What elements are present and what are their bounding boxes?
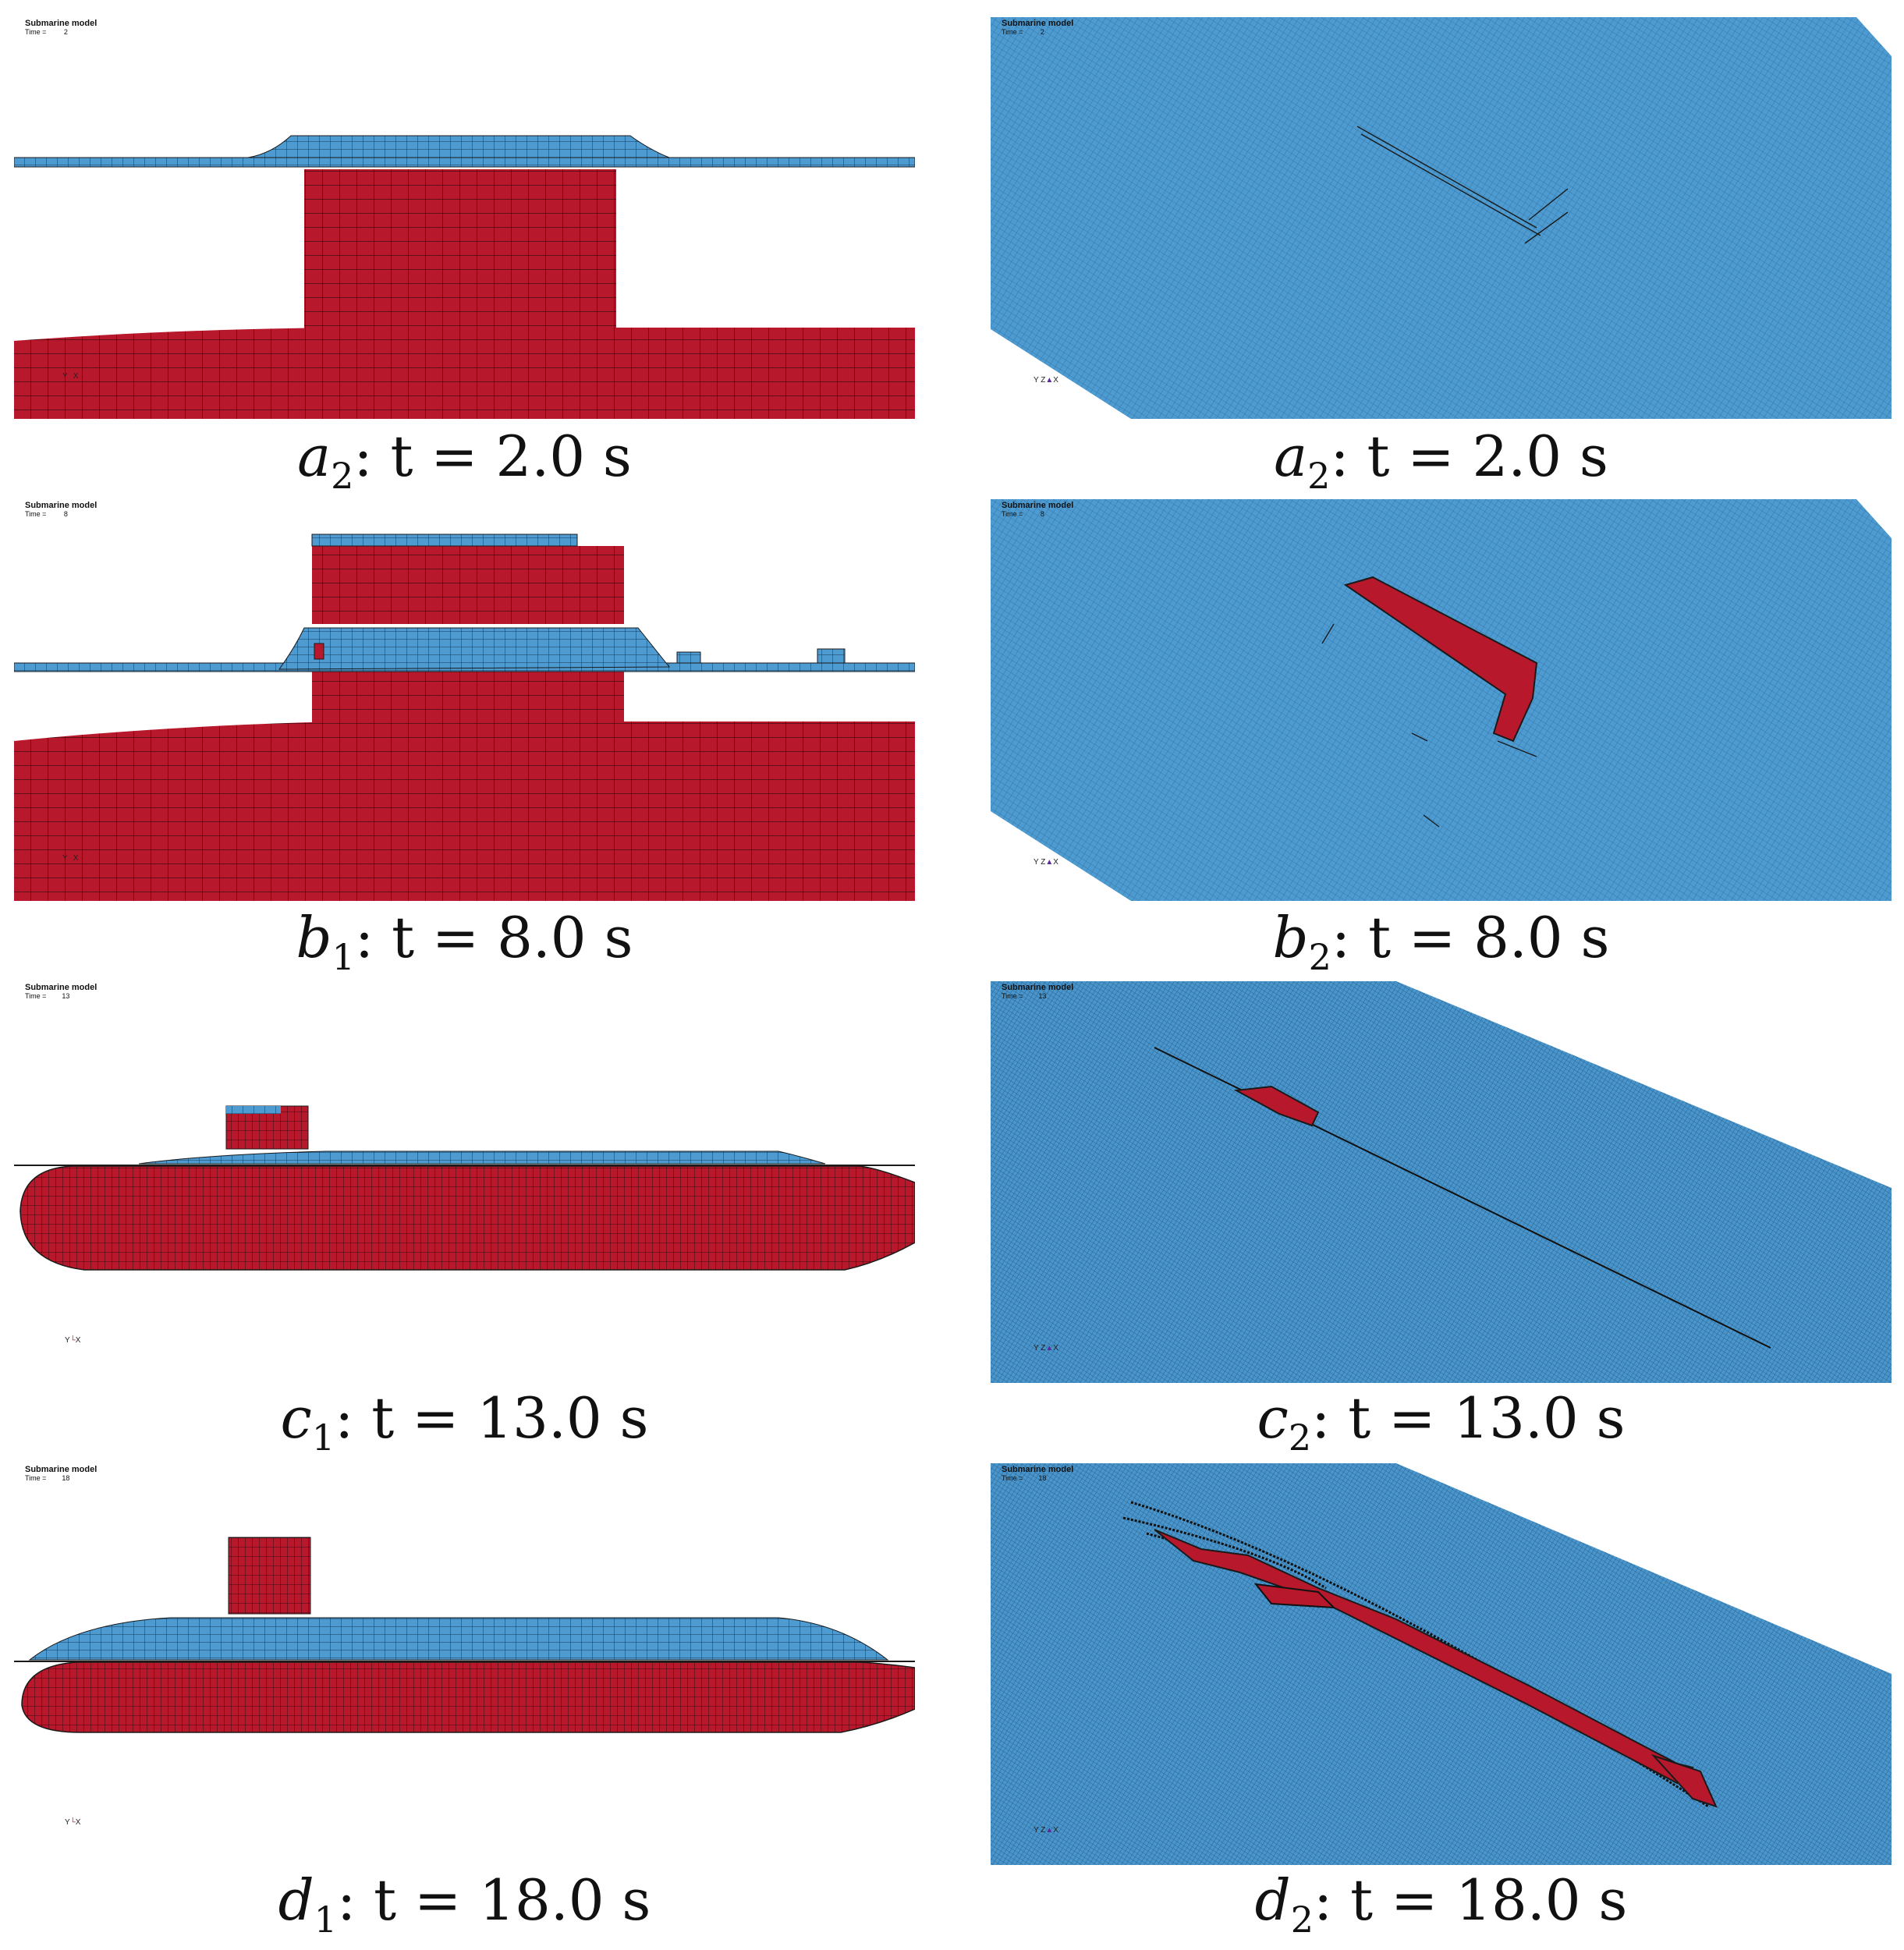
caption-a2: a2: t = 2.0 s: [1274, 424, 1608, 497]
panel-d1-side-view: Submarine model Time = 18 Y└X: [14, 1463, 915, 1865]
time-readout: Time = 2: [25, 28, 68, 36]
panel-header: Submarine model Time = 2: [25, 19, 97, 37]
time-readout: Time = 13: [1002, 992, 1047, 1000]
axis-triad-icon: Y└X: [62, 372, 79, 381]
model-title: Submarine model: [25, 1465, 98, 1474]
axis-triad-icon: Y Z▲X: [1034, 1826, 1058, 1835]
panel-c1-side-view: Submarine model Time = 13 Y└X: [14, 981, 915, 1383]
panel-header: Submarine model Time = 8: [1002, 501, 1073, 519]
model-title: Submarine model: [25, 983, 98, 992]
axis-triad-icon: Y Z▲X: [1034, 858, 1058, 867]
time-readout: Time = 18: [1002, 1474, 1047, 1482]
time-readout: Time = 8: [1002, 510, 1044, 518]
panel-header: Submarine model Time = 13: [25, 983, 97, 1001]
model-title: Submarine model: [1002, 501, 1074, 510]
panel-header: Submarine model Time = 13: [1002, 983, 1073, 1001]
simulation-render: [14, 1537, 915, 1733]
simulation-render: [991, 499, 1892, 901]
simulation-render: [14, 1105, 915, 1271]
caption-d1: d1: t = 18.0 s: [278, 1867, 651, 1941]
panel-header: Submarine model Time = 2: [1002, 19, 1073, 37]
model-title: Submarine model: [1002, 1465, 1074, 1474]
model-title: Submarine model: [25, 501, 98, 510]
panel-b2-top-view: Submarine model Time = 8 Y Z▲X: [991, 499, 1892, 901]
panel-header: Submarine model Time = 18: [1002, 1465, 1073, 1483]
model-title: Submarine model: [25, 19, 98, 28]
caption-d2: d2: t = 18.0 s: [1254, 1867, 1628, 1941]
simulation-render: [991, 981, 1892, 1383]
caption-b2: b2: t = 8.0 s: [1272, 905, 1610, 978]
panel-a1-side-view: Submarine model Time = 2 Y└X: [14, 17, 915, 419]
panel-header: Submarine model Time = 18: [25, 1465, 97, 1483]
time-readout: Time = 13: [25, 992, 70, 1000]
simulation-render: [991, 1463, 1892, 1865]
model-title: Submarine model: [1002, 19, 1074, 28]
axis-triad-icon: Y Z▲X: [1034, 376, 1058, 385]
caption-c2: c2: t = 13.0 s: [1257, 1385, 1626, 1459]
axis-triad-icon: Y└X: [65, 1336, 81, 1345]
axis-triad-icon: Y└X: [65, 1818, 81, 1827]
model-title: Submarine model: [1002, 983, 1074, 992]
caption-b1: b1: t = 8.0 s: [296, 905, 633, 978]
panel-header: Submarine model Time = 8: [25, 501, 97, 519]
simulation-render: [14, 534, 915, 901]
panel-a2-top-view: Submarine model Time = 2 Y Z▲X: [991, 17, 1892, 419]
caption-c1: c1: t = 13.0 s: [280, 1385, 649, 1459]
time-readout: Time = 18: [25, 1474, 70, 1482]
time-readout: Time = 2: [1002, 28, 1044, 36]
panel-d2-top-view: Submarine model Time = 18 Y Z▲X: [991, 1463, 1892, 1865]
time-readout: Time = 8: [25, 510, 68, 518]
simulation-render: [14, 135, 915, 419]
panel-b1-side-view: Submarine model Time = 8 Y└X: [14, 499, 915, 901]
caption-a1: a2: t = 2.0 s: [297, 424, 632, 497]
axis-triad-icon: Y Z▲X: [1034, 1344, 1058, 1353]
simulation-render: [991, 17, 1892, 419]
panel-c2-top-view: Submarine model Time = 13 Y Z▲X: [991, 981, 1892, 1383]
axis-triad-icon: Y└X: [62, 854, 79, 863]
